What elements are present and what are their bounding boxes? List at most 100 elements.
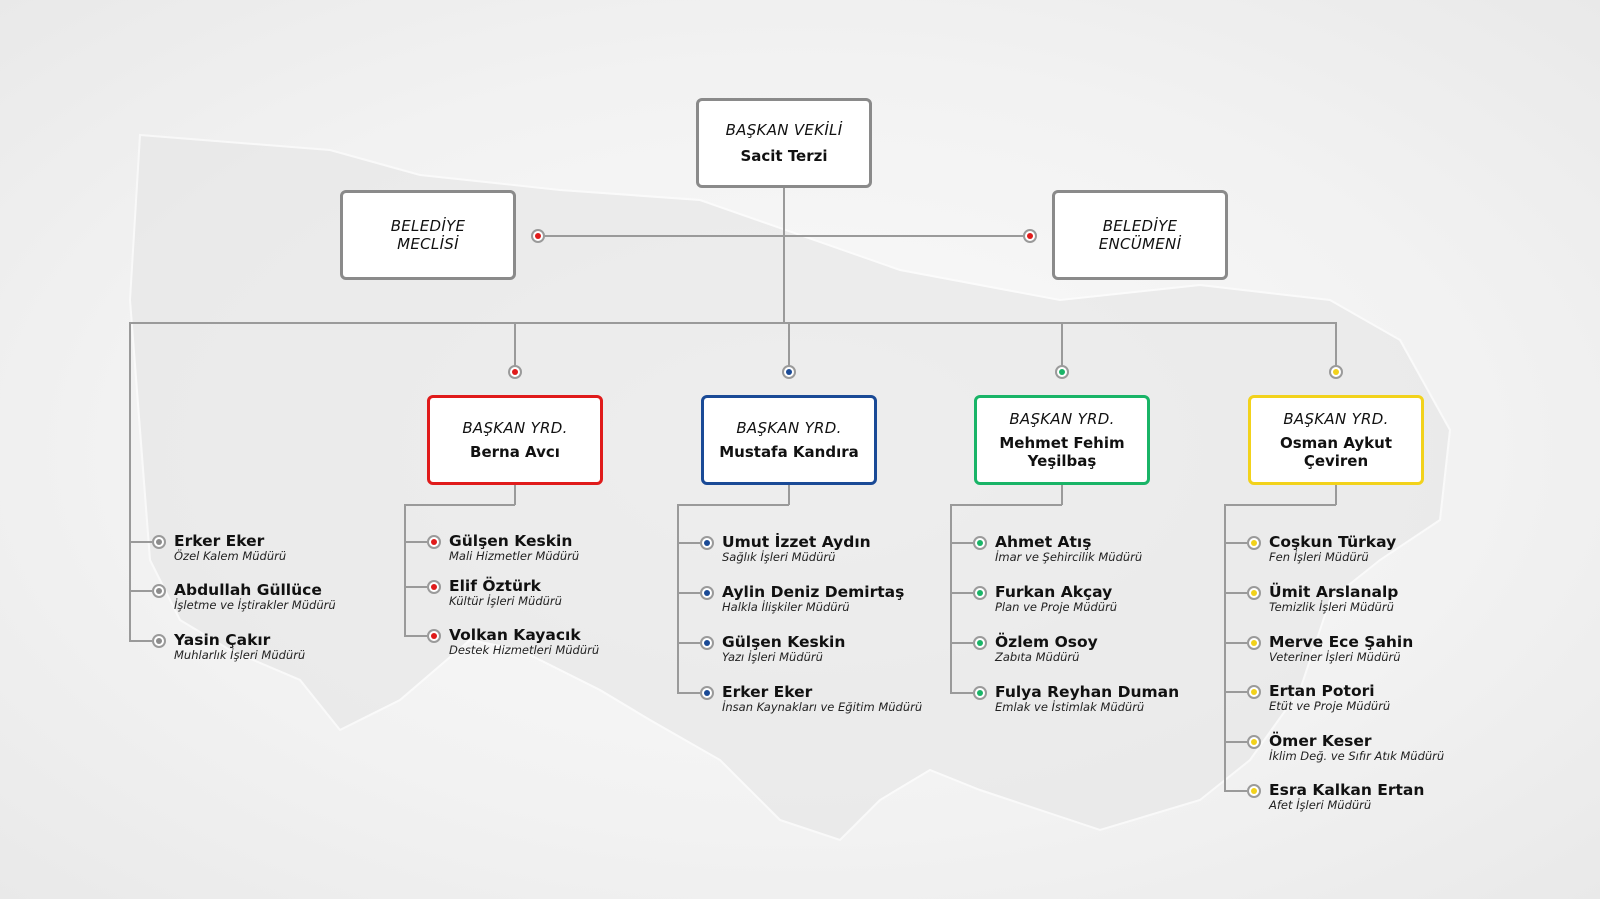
item-dot [1247, 685, 1261, 699]
item-dot [700, 536, 714, 550]
director-name: Erker Eker [174, 532, 265, 550]
item-dot [152, 634, 166, 648]
item-connector [951, 542, 973, 544]
item-connector [130, 590, 152, 592]
director-name: Abdullah Güllüce [174, 581, 322, 599]
column-line [950, 504, 952, 694]
meclis-line1: BELEDİYE [390, 217, 466, 235]
item-dot [700, 686, 714, 700]
deputy-box-yellow: BAŞKAN YRD.Osman Aykut Çeviren [1248, 395, 1424, 485]
deputy-box-red: BAŞKAN YRD.Berna Avcı [427, 395, 603, 485]
branch-line [1061, 323, 1063, 371]
item-dot [1247, 536, 1261, 550]
item-connector [951, 692, 973, 694]
branch-dot [782, 365, 796, 379]
director-name: Yasin Çakır [174, 631, 271, 649]
item-dot [1247, 735, 1261, 749]
director-name: Ümit Arslanalp [1269, 583, 1399, 601]
director-role: Sağlık İşleri Müdürü [722, 550, 836, 564]
director-name: Gülşen Keskin [722, 633, 846, 651]
encumen-line2: ENCÜMENİ [1098, 235, 1182, 253]
stub-line [1061, 485, 1063, 505]
stub-horizontal [1225, 504, 1336, 506]
column-line [404, 504, 406, 637]
deputy-name: Berna Avcı [470, 443, 560, 461]
stub-line [514, 485, 516, 505]
stub-line [788, 485, 790, 505]
item-dot [152, 535, 166, 549]
deputy-name: Mehmet Fehim Yeşilbaş [999, 434, 1125, 470]
director-role: Muhlarlık İşleri Müdürü [174, 648, 306, 662]
item-connector [1225, 790, 1247, 792]
director-name: Coşkun Türkay [1269, 533, 1397, 551]
column-line [677, 504, 679, 694]
branch-dot [1055, 365, 1069, 379]
director-name: Fulya Reyhan Duman [995, 683, 1180, 701]
deputy-box-green: BAŞKAN YRD.Mehmet Fehim Yeşilbaş [974, 395, 1150, 485]
item-dot [700, 586, 714, 600]
item-dot [427, 535, 441, 549]
item-dot [1247, 636, 1261, 650]
column-line [1224, 504, 1226, 792]
director-role: Halkla İlişkiler Müdürü [722, 600, 850, 614]
branch-line [514, 323, 516, 371]
director-name: Ömer Keser [1269, 732, 1372, 750]
director-role: Etüt ve Proje Müdürü [1269, 699, 1391, 713]
director-role: Yazı İşleri Müdürü [722, 650, 823, 664]
deputy-title: BAŞKAN YRD. [736, 419, 842, 437]
item-connector [678, 542, 700, 544]
director-name: Özlem Osoy [995, 633, 1098, 651]
director-role: İşletme ve İştirakler Müdürü [174, 598, 336, 612]
deputy-title: BAŞKAN YRD. [1283, 410, 1389, 428]
item-dot [1247, 586, 1261, 600]
director-role: Plan ve Proje Müdürü [995, 600, 1118, 614]
branch-dot [508, 365, 522, 379]
item-connector [1225, 542, 1247, 544]
director-role: Kültür İşleri Müdürü [449, 594, 562, 608]
director-name: Elif Öztürk [449, 577, 541, 595]
director-role: Özel Kalem Müdürü [174, 549, 287, 563]
item-connector [951, 642, 973, 644]
director-role: Mali Hizmetler Müdürü [449, 549, 580, 563]
item-connector [678, 642, 700, 644]
director-name: Aylin Deniz Demirtaş [722, 583, 905, 601]
item-connector [1225, 592, 1247, 594]
director-name: Ahmet Atış [995, 533, 1092, 551]
director-name: Erker Eker [722, 683, 813, 701]
item-connector [1225, 691, 1247, 693]
item-connector [678, 592, 700, 594]
director-name: Volkan Kayacık [449, 626, 581, 644]
stub-horizontal [678, 504, 789, 506]
item-dot [700, 636, 714, 650]
item-dot [1247, 784, 1261, 798]
item-connector [130, 640, 152, 642]
stub-horizontal [951, 504, 1062, 506]
item-dot [973, 686, 987, 700]
baskan-vekili-name: Sacit Terzi [740, 147, 828, 165]
item-connector [678, 692, 700, 694]
item-dot [427, 629, 441, 643]
stub-horizontal [405, 504, 515, 506]
branch-line [1335, 323, 1337, 371]
director-role: Emlak ve İstimlak Müdürü [995, 700, 1145, 714]
item-dot [973, 586, 987, 600]
meclis-line2: MECLİSİ [397, 235, 459, 253]
item-dot [973, 636, 987, 650]
encumen-line1: BELEDİYE [1102, 217, 1178, 235]
